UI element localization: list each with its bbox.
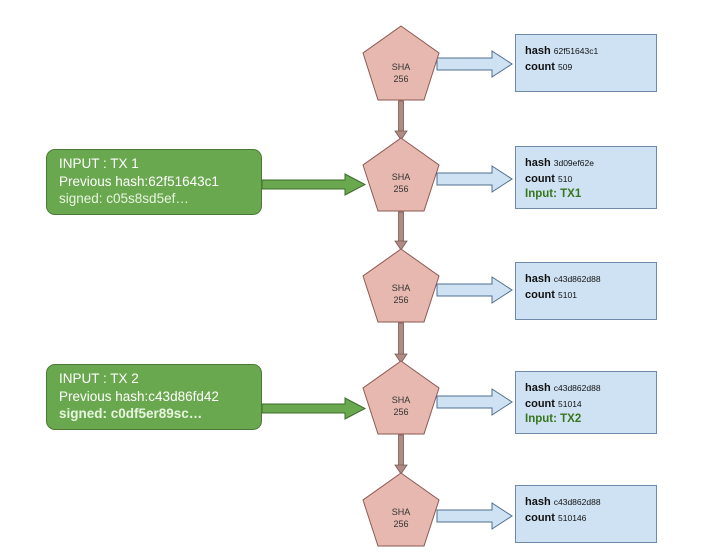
sha-label: SHA	[392, 507, 411, 517]
output-arrows	[436, 50, 513, 530]
input-signature: signed: c0df5er89sc…	[59, 406, 203, 421]
output-box: hash c43d862d88 count 5101	[515, 262, 657, 320]
sha-label: SHA	[392, 395, 411, 405]
input-title: INPUT : TX 1	[59, 156, 139, 171]
input-signature: signed: c05s8sd5ef…	[59, 191, 189, 206]
sha256-node: SHA 256	[362, 137, 440, 212]
chain-arrow	[394, 434, 408, 475]
output-arrow	[436, 165, 513, 193]
input-tx2-box: INPUT : TX 2 Previous hash:c43d86fd42 si…	[46, 364, 262, 430]
input-arrow	[261, 173, 367, 196]
hash-value: 62f51643c1	[553, 46, 599, 56]
count-value: 510146	[558, 512, 587, 523]
output-box: hash 62f51643c1 count 509	[515, 34, 657, 92]
sha-bits-label: 256	[393, 519, 408, 529]
chain-arrow	[394, 211, 408, 251]
input-title: INPUT : TX 2	[59, 371, 139, 386]
input-arrow	[261, 397, 367, 420]
hash-value: c43d862d88	[553, 274, 601, 284]
output-arrow	[436, 276, 513, 304]
hash-nodes: SHA 256 SHA 256 SHA 256 SHA 256 SHA 256	[362, 25, 440, 547]
input-arrows	[261, 173, 367, 420]
hash-label: hash	[525, 157, 551, 169]
input-previous-hash: Previous hash:62f51643c1	[59, 173, 219, 189]
sha-bits-label: 256	[393, 74, 408, 84]
hash-label: hash	[525, 273, 551, 285]
count-label: count	[525, 511, 555, 524]
count-label: count	[525, 288, 555, 301]
hash-value: c43d862d88	[553, 383, 601, 393]
sha256-node: SHA 256	[362, 472, 440, 547]
sha-bits-label: 256	[393, 295, 408, 305]
sha-label: SHA	[392, 62, 411, 72]
sha-bits-label: 256	[393, 184, 408, 194]
hash-value: 3d09ef62e	[553, 158, 594, 168]
count-label: count	[525, 60, 555, 73]
sha-label: SHA	[392, 172, 411, 182]
hash-label: hash	[525, 382, 551, 394]
sha256-node: SHA 256	[362, 248, 440, 323]
count-value: 5101	[558, 289, 577, 300]
chain-arrows	[394, 100, 408, 475]
output-arrow	[436, 388, 513, 416]
sha256-node: SHA 256	[362, 360, 440, 435]
input-tx1-box: INPUT : TX 1 Previous hash:62f51643c1 si…	[46, 149, 262, 215]
output-box: hash c43d862d88 count 510146	[515, 485, 657, 543]
input-reference: Input: TX1	[525, 188, 582, 200]
chain-arrow	[394, 100, 408, 141]
sha256-node: SHA 256	[362, 25, 440, 101]
count-value: 510	[558, 173, 573, 184]
count-label: count	[525, 397, 555, 410]
output-box: hash 3d09ef62e count 510 Input: TX1	[515, 146, 657, 209]
output-arrow	[436, 50, 513, 78]
count-value: 509	[558, 61, 573, 72]
chain-arrow	[394, 322, 408, 364]
hash-value: c43d862d88	[553, 497, 601, 507]
hash-label: hash	[525, 496, 551, 508]
sha-label: SHA	[392, 283, 411, 293]
hash-label: hash	[525, 45, 551, 57]
input-previous-hash: Previous hash:c43d86fd42	[59, 388, 219, 404]
count-label: count	[525, 172, 555, 185]
count-value: 51014	[558, 398, 582, 409]
input-reference: Input: TX2	[525, 413, 582, 425]
output-arrow	[436, 502, 513, 530]
output-box: hash c43d862d88 count 51014 Input: TX2	[515, 371, 657, 434]
sha-bits-label: 256	[393, 407, 408, 417]
